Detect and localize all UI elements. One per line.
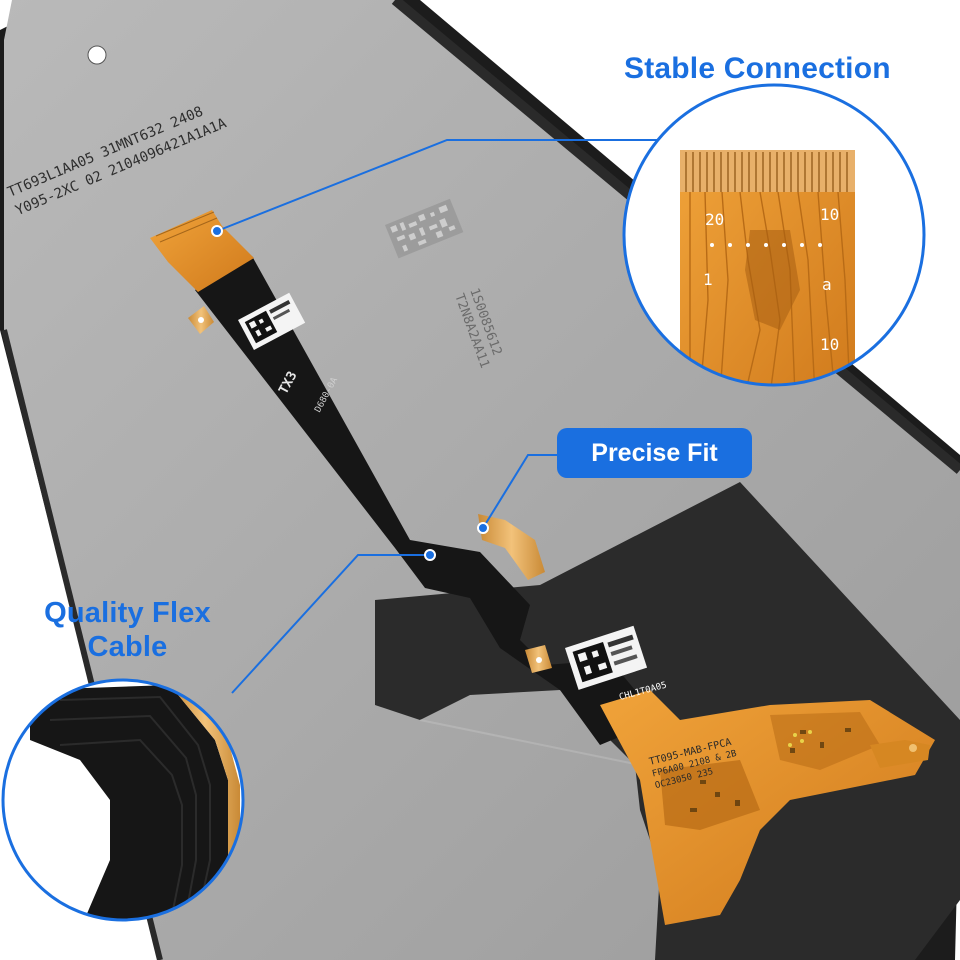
zoom-flex-cable bbox=[1, 678, 245, 922]
precise-fit-edge bbox=[478, 514, 545, 580]
zoom-connector: 20 10 1 a 10 bbox=[622, 83, 926, 387]
zoom-num-right-top: 10 bbox=[820, 205, 839, 224]
callout-precise-fit: Precise Fit bbox=[591, 438, 718, 467]
zoom-num-right-bot: 10 bbox=[820, 335, 839, 354]
callout-dot-connection bbox=[211, 225, 223, 237]
qr-label-2 bbox=[565, 625, 648, 690]
qr-label-1 bbox=[238, 292, 306, 351]
zoom-num-right-mid: a bbox=[822, 275, 832, 294]
panel-datamatrix bbox=[385, 198, 464, 259]
callout-quality-line1: Quality Flex bbox=[44, 597, 211, 629]
mounting-hole bbox=[87, 45, 107, 65]
callout-precise-fit-pill: Precise Fit bbox=[557, 428, 752, 478]
flex-cable bbox=[195, 256, 660, 745]
callout-quality-line2: Cable bbox=[87, 631, 168, 663]
callout-dot-flex bbox=[424, 549, 436, 561]
callout-quality-flex-cable: Quality Flex Cable bbox=[40, 596, 215, 664]
callout-stable-connection: Stable Connection bbox=[624, 52, 891, 85]
callout-lines bbox=[216, 139, 657, 694]
zoom-num-left-mid: 1 bbox=[703, 270, 713, 289]
callout-dot-fit bbox=[477, 522, 489, 534]
flex-connector-top bbox=[150, 210, 254, 292]
zoom-num-left-top: 20 bbox=[705, 210, 724, 229]
